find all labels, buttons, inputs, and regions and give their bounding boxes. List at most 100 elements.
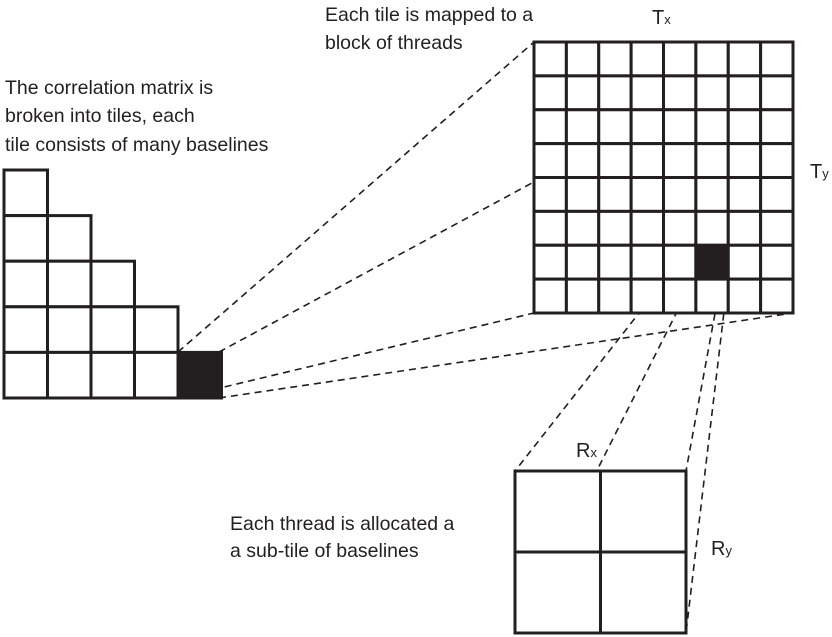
tx-label-sub: x (664, 12, 671, 27)
thread-cell (694, 142, 730, 179)
thread-cell (532, 142, 568, 179)
sub-tile-grid (513, 469, 688, 635)
tx-label-main: T (652, 7, 664, 29)
thread-cell (726, 243, 763, 281)
thread-cell (726, 176, 763, 213)
thread-cell (532, 209, 568, 247)
sub-tile-cell (513, 550, 602, 635)
thread-cell (759, 108, 795, 146)
thread-cell (662, 74, 698, 112)
thread-cell (759, 176, 795, 213)
subtile-caption-line-2: a sub-tile of baselines (230, 540, 419, 562)
thread-cell (532, 108, 568, 146)
thread-cell (532, 40, 568, 78)
threads-caption-line-2: block of threads (325, 32, 463, 54)
thread-cell (726, 40, 763, 78)
thread-cell (759, 74, 795, 112)
thread-cell (564, 277, 601, 315)
highlighted-thread (694, 243, 730, 281)
matrix-tile (2, 350, 49, 400)
thread-cell (662, 108, 698, 146)
tiles-caption-line-3: tile consists of many baselines (5, 134, 269, 156)
thread-cell (597, 243, 633, 281)
thread-cell (726, 108, 763, 146)
thread-cell (726, 74, 763, 112)
thread-cell (597, 74, 633, 112)
tiles-caption-line-2: broken into tiles, each (5, 105, 195, 127)
thread-cell (726, 209, 763, 247)
sub-tile-cell (513, 469, 602, 554)
ty-label-main: T (810, 161, 822, 183)
projection-line-thread-to-subtile-bottom-left (514, 277, 695, 634)
ry-label: Ry (711, 538, 732, 560)
thread-cell (662, 142, 698, 179)
thread-cell (694, 277, 730, 315)
thread-cell (759, 243, 795, 281)
thread-cell (564, 142, 601, 179)
thread-cell (597, 142, 633, 179)
thread-cell (662, 243, 698, 281)
thread-cell (694, 74, 730, 112)
sub-tile-cell (599, 469, 688, 554)
subtile-caption-line-1: Each thread is allocated a (230, 513, 455, 535)
sub-tile-cell (599, 550, 688, 635)
tiles-caption-line-1: The correlation matrix is (5, 77, 213, 99)
highlighted-tile (176, 350, 223, 400)
matrix-tile (89, 350, 136, 400)
thread-cell (532, 243, 568, 281)
projection-line-thread-to-subtile-bottom-right (685, 277, 729, 634)
matrix-tile (133, 350, 180, 400)
ty-label-sub: y (822, 166, 829, 181)
projection-line-tile-to-block-top-left (177, 41, 535, 353)
thread-cell (564, 243, 601, 281)
thread-cell (597, 277, 633, 315)
thread-cell (759, 142, 795, 179)
matrix-tile (46, 350, 93, 400)
rx-label-sub: x (590, 445, 597, 460)
thread-cell (564, 74, 601, 112)
projection-line-tile-to-block-bottom-right (218, 312, 794, 399)
thread-cell (694, 209, 730, 247)
rx-label-main: R (576, 440, 590, 462)
ry-label-main: R (711, 538, 725, 560)
thread-cell (759, 277, 795, 315)
threads-caption-line-1: Each tile is mapped to a (325, 4, 533, 26)
thread-cell (694, 40, 730, 78)
thread-cell (597, 176, 633, 213)
projection-line-tile-to-block-bottom-left (177, 312, 535, 399)
thread-cell (629, 108, 665, 146)
thread-cell (629, 277, 665, 315)
thread-cell (726, 277, 763, 315)
matrix-tile (89, 305, 136, 354)
thread-cell (694, 176, 730, 213)
rx-label: Rx (576, 440, 597, 462)
thread-cell (662, 277, 698, 315)
thread-cell (532, 176, 568, 213)
thread-cell (532, 277, 568, 315)
thread-cell (564, 108, 601, 146)
thread-cell (564, 176, 601, 213)
thread-cell (662, 209, 698, 247)
matrix-tile (46, 214, 93, 263)
thread-cell (629, 74, 665, 112)
thread-cell (629, 243, 665, 281)
thread-cell (759, 209, 795, 247)
ry-label-sub: y (725, 543, 732, 558)
thread-cell (662, 176, 698, 213)
tx-label: Tx (652, 7, 671, 29)
thread-cell (597, 40, 633, 78)
thread-cell (629, 40, 665, 78)
thread-block-grid (532, 40, 795, 315)
thread-cell (759, 40, 795, 78)
matrix-tile (2, 168, 49, 218)
thread-cell (597, 209, 633, 247)
correlation-matrix-tiles (2, 168, 223, 400)
matrix-tile (89, 259, 136, 309)
matrix-tile (2, 259, 49, 309)
thread-cell (662, 40, 698, 78)
thread-cell (564, 209, 601, 247)
thread-cell (597, 108, 633, 146)
matrix-tile (46, 259, 93, 309)
ty-label: Ty (810, 161, 829, 183)
